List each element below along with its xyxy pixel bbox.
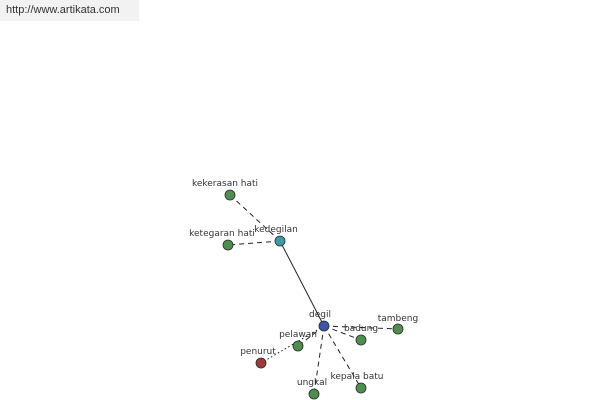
node-ketegaran-hati[interactable]: [222, 239, 234, 251]
edge-kedegilan-kekerasan_hati: [229, 194, 281, 242]
edges-layer: [227, 194, 399, 395]
node-degil[interactable]: [318, 320, 330, 332]
node-label-badung: badung: [344, 324, 378, 334]
node-badung[interactable]: [355, 334, 367, 346]
node-kekerasan-hati[interactable]: [224, 189, 236, 201]
node-kedegilan[interactable]: [274, 235, 286, 247]
node-label-pelawan: pelawan: [279, 330, 317, 340]
node-pelawan[interactable]: [292, 340, 304, 352]
node-kepala-batu[interactable]: [355, 382, 367, 394]
node-label-kekerasan-hati: kekerasan hati: [192, 179, 258, 189]
edge-degil-kedegilan: [279, 240, 325, 327]
edge-degil-penurut: [260, 325, 325, 364]
node-label-kepala-batu: kepala batu: [331, 372, 384, 382]
nodes-layer: [222, 189, 404, 400]
node-penurut[interactable]: [255, 357, 267, 369]
edge-degil-pelawan: [297, 325, 325, 347]
labels-layer: degil kedegilan kekerasan hati ketegaran ha…: [189, 179, 418, 388]
node-label-kedegilan: kedegilan: [254, 225, 298, 235]
node-label-ungkal: ungkal: [297, 378, 327, 388]
edge-degil-tambeng: [323, 325, 399, 330]
edge-degil-kepala_batu: [323, 325, 362, 389]
node-label-degil: degil: [309, 310, 331, 320]
node-ungkal[interactable]: [308, 388, 320, 400]
node-label-penurut: penurut: [240, 347, 276, 357]
source-url-label[interactable]: http://www.artikata.com: [0, 0, 139, 21]
node-label-ketegaran-hati: ketegaran hati: [189, 229, 255, 239]
node-tambeng[interactable]: [392, 323, 404, 335]
edge-degil-ungkal: [313, 325, 325, 395]
edge-kedegilan-ketegaran_hati: [227, 240, 281, 246]
node-label-tambeng: tambeng: [378, 314, 418, 324]
edge-degil-badung: [323, 325, 362, 341]
